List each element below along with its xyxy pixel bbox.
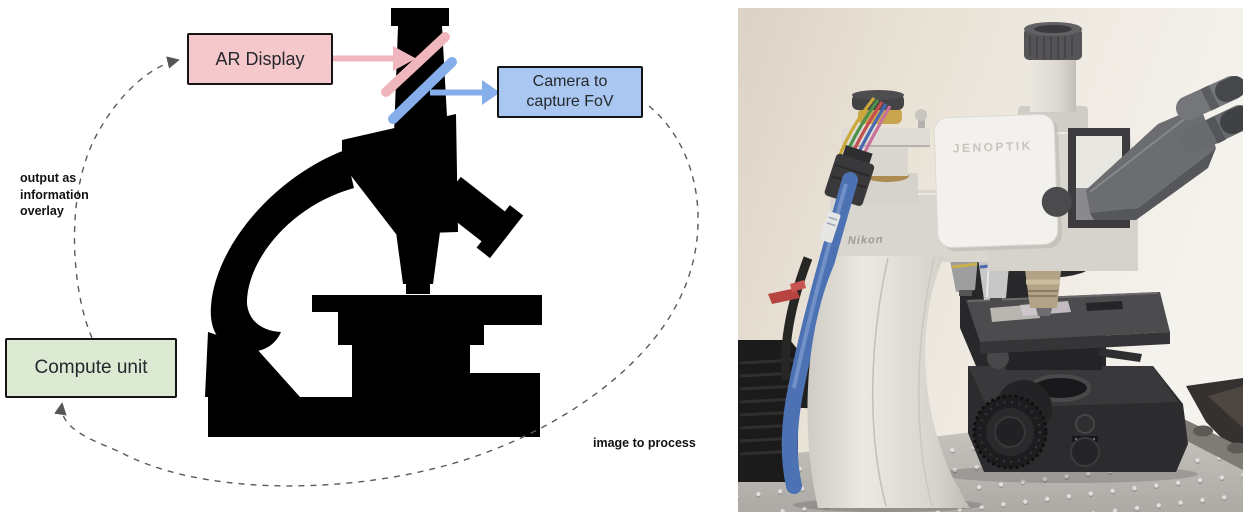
jenoptik-brand-label: JENOPTIK (953, 139, 1033, 156)
image-process-annotation: image to process (593, 436, 696, 450)
ar-display-arrow (333, 46, 416, 71)
nikon-brand-label: Nikon (848, 234, 884, 247)
phototube-cap (1024, 22, 1082, 60)
microscope-silhouette-icon (205, 8, 542, 437)
camera-box: Camera to capture FoV (497, 66, 643, 118)
ar-microscope-diagram: AR Display Camera to capture FoV Compute… (5, 8, 699, 487)
jenoptik-module: JENOPTIK (933, 113, 1072, 252)
usb-cable (781, 172, 858, 494)
compute-unit-box: Compute unit (5, 338, 177, 398)
compute-unit-label: Compute unit (34, 357, 148, 378)
diagram-artwork (54, 8, 699, 487)
binocular-eyepieces (1086, 76, 1250, 220)
camera-arrow (430, 80, 500, 105)
output-overlay-flow-curve (73, 56, 180, 339)
stage-assembly (966, 292, 1170, 370)
microscope-arm (807, 256, 970, 508)
microscope-photo: JENOPTIK Nikon (738, 8, 1250, 512)
camera-phototube (1030, 54, 1076, 112)
ar-display-box: AR Display (187, 33, 333, 85)
lamp-control-panel (1070, 414, 1100, 467)
photo-artwork: JENOPTIK Nikon (738, 8, 1250, 512)
focus-knob (972, 394, 1048, 470)
output-overlay-annotation: output as information overlay (20, 171, 89, 218)
beamsplitter-blue (388, 57, 457, 124)
ar-display-label: AR Display (215, 48, 305, 69)
beamsplitter-pink (381, 32, 450, 97)
cable-label (819, 211, 841, 243)
camera-label: Camera to capture FoV (526, 73, 614, 110)
